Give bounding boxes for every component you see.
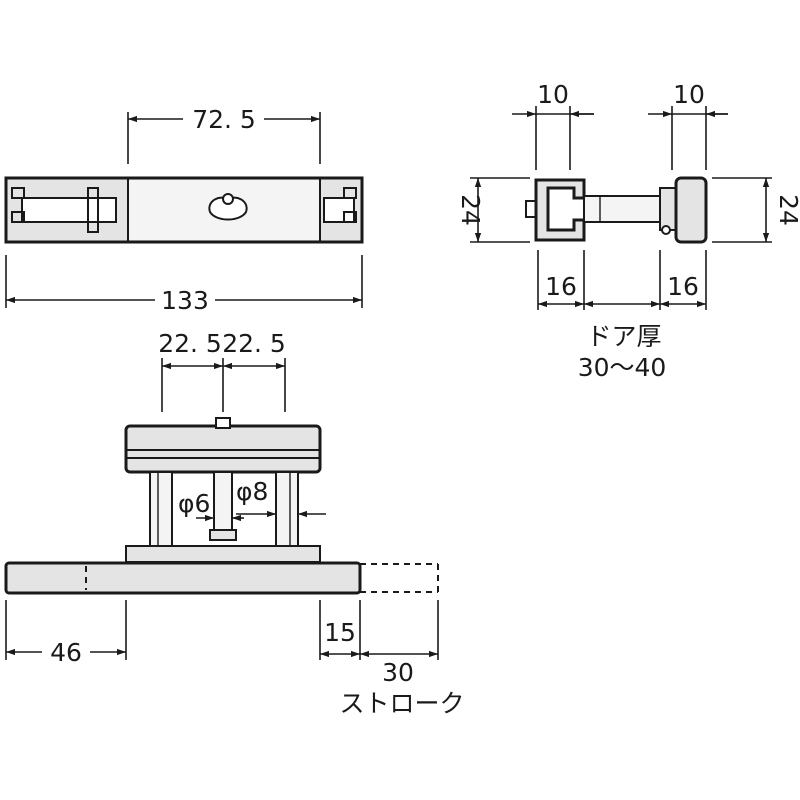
front-top-pin: [215, 417, 231, 429]
dim-16-right-label: 16: [667, 272, 699, 301]
dim-133-label: 133: [161, 286, 209, 315]
dim-22-5-left-label: 22. 5: [158, 329, 222, 358]
side-view: 10 10 24 24 16 16 ドア厚 30～40: [456, 80, 800, 382]
side-left-bracket: [534, 178, 586, 242]
stroke-label: ストローク: [339, 689, 464, 718]
side-screw: [661, 225, 671, 235]
front-view: 22. 5 22. 5 φ6 φ8 46 15 30 ストローク: [4, 329, 465, 718]
front-shaft-nut: [209, 529, 237, 541]
top-right-tab-lower: [343, 211, 357, 223]
top-left-slot: [21, 197, 117, 223]
front-post-right: [275, 471, 299, 547]
dim-24-left-label: 24: [456, 194, 485, 226]
dim-24-right-label: 24: [774, 194, 800, 226]
top-view: 72. 5 133: [4, 105, 364, 315]
door-thickness-range: 30～40: [578, 353, 667, 382]
top-right-slot: [323, 197, 355, 223]
top-right-tab-upper: [343, 187, 357, 199]
dim-22-5-right-label: 22. 5: [222, 329, 286, 358]
top-knob: [208, 196, 248, 221]
front-long-bar: [4, 561, 362, 595]
dim-10-right-label: 10: [673, 80, 705, 109]
front-shaft: [213, 471, 233, 531]
top-knob-pin: [222, 193, 234, 205]
dim-phi6-label: φ6: [178, 489, 210, 518]
top-left-tab-lower: [11, 211, 25, 223]
front-base-plate: [125, 545, 321, 563]
dim-16-left-label: 16: [545, 272, 577, 301]
side-shaft: [583, 195, 663, 223]
front-post-left: [149, 471, 173, 547]
dim-72-5-label: 72. 5: [192, 105, 256, 134]
top-left-clip: [87, 187, 99, 233]
door-thickness-label: ドア厚: [586, 322, 661, 351]
dim-15-label: 15: [324, 618, 356, 647]
top-left-tab-upper: [11, 187, 25, 199]
side-right-knob: [674, 176, 708, 244]
dim-46-label: 46: [50, 638, 82, 667]
side-left-tab: [525, 200, 537, 218]
dim-30-label: 30: [382, 658, 414, 687]
dim-phi8-label: φ8: [236, 477, 268, 506]
dim-10-left-label: 10: [537, 80, 569, 109]
